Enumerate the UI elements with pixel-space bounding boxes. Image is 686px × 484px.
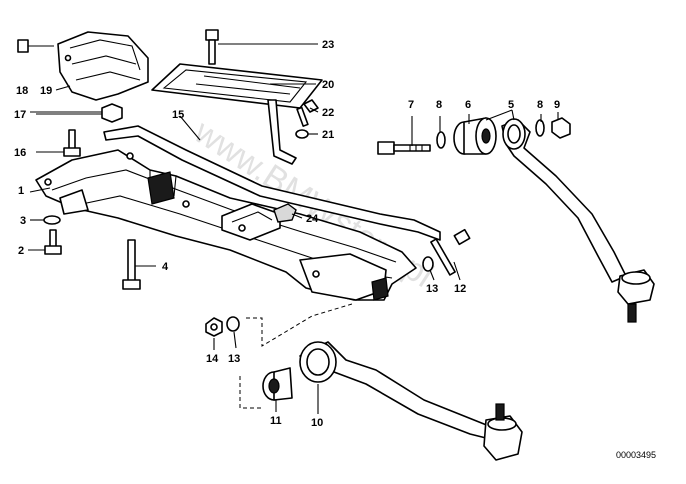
callout-19: 19 [40, 85, 52, 97]
callout-2: 2 [18, 245, 24, 257]
callout-10: 10 [311, 417, 323, 429]
washer-8-right [535, 119, 545, 137]
callout-11: 11 [270, 415, 282, 427]
nut-9 [551, 117, 571, 139]
drawing-number: 00003495 [616, 450, 656, 460]
axle-carrier [35, 149, 417, 301]
rubber-bushing-11 [262, 367, 293, 401]
screw-22 [296, 99, 319, 127]
callout-13b: 13 [228, 353, 240, 365]
callout-16: 16 [14, 147, 26, 159]
nut-17 [36, 103, 123, 123]
callout-13a: 13 [426, 283, 438, 295]
callout-6: 6 [465, 99, 471, 111]
lower-control-arm [299, 341, 523, 461]
callout-17: 17 [14, 109, 26, 121]
callout-12: 12 [454, 283, 466, 295]
upper-control-arm [501, 118, 655, 323]
bolt-7 [377, 141, 431, 155]
washer-3 [30, 215, 61, 225]
callout-8a: 8 [436, 99, 442, 111]
callout-15: 15 [172, 109, 184, 121]
callout-3: 3 [20, 215, 26, 227]
callout-4: 4 [162, 261, 169, 273]
callout-numbers: 1 2 3 4 5 6 7 8 8 9 10 11 12 13 13 14 15… [14, 39, 560, 429]
washer-13-lower [226, 316, 240, 332]
callout-21: 21 [322, 129, 334, 141]
washer-13-upper [422, 256, 434, 272]
callout-1: 1 [18, 185, 24, 197]
nut-14 [205, 317, 223, 337]
assembly-guide-lower [246, 303, 353, 347]
callout-22: 22 [322, 107, 334, 119]
cover-plate [151, 63, 323, 165]
rubber-bushing-6 [453, 117, 497, 155]
callout-5: 5 [508, 99, 514, 111]
bolt-2 [28, 229, 62, 255]
heat-shield [57, 31, 149, 101]
callout-23: 23 [322, 39, 334, 51]
callout-18: 18 [16, 85, 28, 97]
callout-9: 9 [554, 99, 560, 111]
bolt-23 [205, 29, 318, 65]
callout-14: 14 [206, 353, 219, 365]
stabilizer-bar [103, 125, 441, 241]
bolt-16 [36, 129, 81, 157]
rubber-stop-24 [273, 203, 297, 223]
bolt-4 [122, 239, 156, 290]
bolt-12 [430, 228, 471, 276]
washer-21 [295, 129, 309, 139]
callout-20: 20 [322, 79, 334, 91]
washer-8 [436, 131, 446, 149]
screw-18 [17, 39, 54, 53]
leader-lines [29, 83, 559, 414]
callout-7: 7 [408, 99, 414, 111]
assembly-guide-bushing [239, 376, 262, 409]
callout-8b: 8 [537, 99, 543, 111]
callout-24: 24 [306, 213, 319, 225]
